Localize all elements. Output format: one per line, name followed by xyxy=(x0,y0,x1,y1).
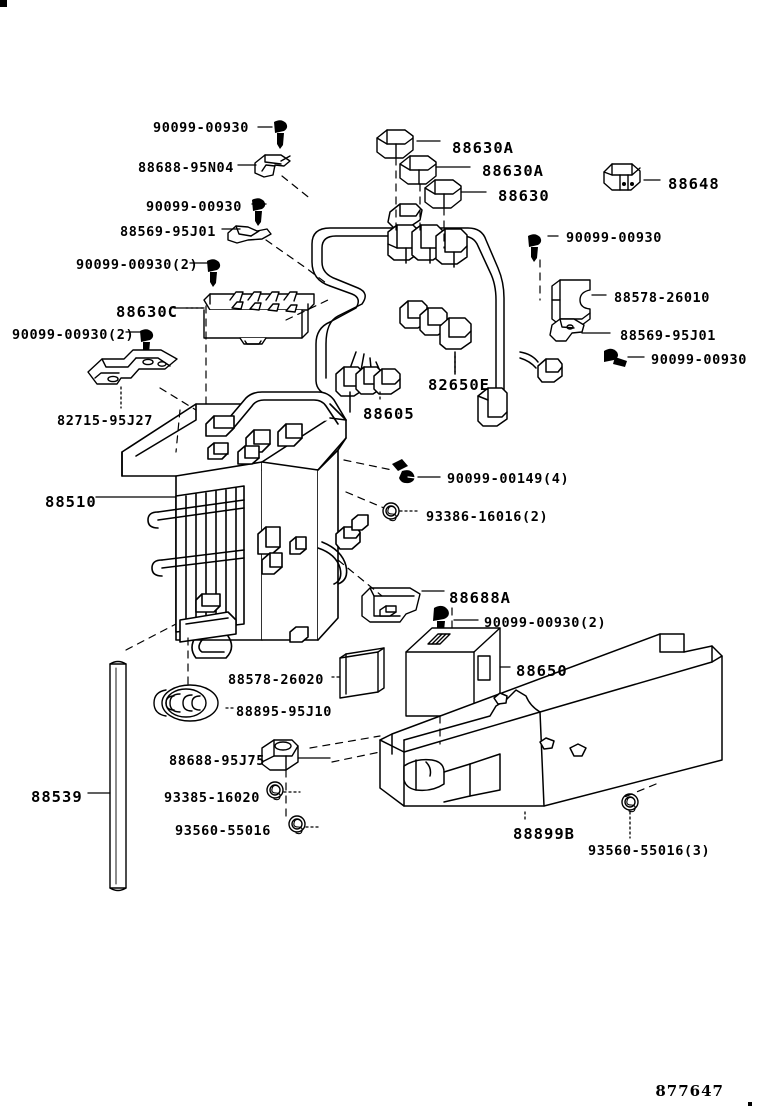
callout-88605: 88605 xyxy=(363,405,415,423)
leader-verticals xyxy=(120,355,631,839)
callout-90099-00930-2: 90099-00930(2) xyxy=(76,257,199,273)
part-sensor-88630A-1 xyxy=(376,129,414,159)
callout-88895-95j10: 88895-95J10 xyxy=(236,704,333,720)
callout-93560-55016-3: 93560-55016(3) xyxy=(588,843,711,859)
sheet-number: 877647 xyxy=(655,1082,724,1100)
part-sensor-88630A-2 xyxy=(399,155,437,185)
callout-88630a: 88630A xyxy=(482,162,544,180)
part-amplifier-88650 xyxy=(405,627,501,717)
callout-90099-00930: 90099-00930 xyxy=(153,120,250,136)
part-grommet-88578-26010 xyxy=(551,279,591,326)
registration-mark xyxy=(0,0,7,7)
part-bracket-82715-95J27 xyxy=(87,349,178,385)
part-screw-top2 xyxy=(252,198,266,226)
callout-88578-26010: 88578-26010 xyxy=(614,290,711,306)
callout-90099-00930: 90099-00930 xyxy=(146,199,243,215)
callout-88510: 88510 xyxy=(45,493,97,511)
callout-88630: 88630 xyxy=(498,187,550,205)
callout-88650: 88650 xyxy=(516,662,568,680)
callout-90099-00149-4: 90099-00149(4) xyxy=(447,471,570,487)
part-duct-88899B xyxy=(379,633,723,807)
part-nut-93386-16016 xyxy=(382,502,400,522)
part-bracket-88688A xyxy=(361,587,421,623)
dotted-leaders xyxy=(185,307,421,828)
leader-lines xyxy=(87,126,661,794)
callout-90099-00930: 90099-00930 xyxy=(651,352,748,368)
part-screw-top1 xyxy=(274,120,288,149)
callout-88688-95n04: 88688-95N04 xyxy=(138,160,235,176)
part-sensor-88630-3 xyxy=(424,179,462,209)
callout-82715-95j27: 82715-95J27 xyxy=(57,413,154,429)
part-screw-right1 xyxy=(528,234,542,262)
part-bolt-90099-00149 xyxy=(392,459,417,484)
part-bracket-88688-95N04 xyxy=(254,154,291,178)
callout-88578-26020: 88578-26020 xyxy=(228,672,325,688)
callout-88539: 88539 xyxy=(31,788,83,806)
callout-90099-00930-2: 90099-00930(2) xyxy=(484,615,607,631)
part-grommet-88895-95J10 xyxy=(153,684,219,722)
part-screw-right2 xyxy=(604,348,627,367)
callout-90099-00930: 90099-00930 xyxy=(566,230,663,246)
part-nut-93385-16020 xyxy=(266,781,284,801)
callout-88569-95j01: 88569-95J01 xyxy=(120,224,217,240)
callout-90099-00930-2: 90099-00930(2) xyxy=(12,327,135,343)
part-drain-tube-88539 xyxy=(109,660,127,892)
callout-88648: 88648 xyxy=(668,175,720,193)
callout-93386-16016-2: 93386-16016(2) xyxy=(426,509,549,525)
callout-88630a: 88630A xyxy=(452,139,514,157)
assembly-guides xyxy=(125,157,657,821)
callout-88688a: 88688A xyxy=(449,589,511,607)
part-insulator-88578-26020 xyxy=(339,647,385,699)
corner-mark xyxy=(748,1102,752,1106)
part-bracket-88688-95J75 xyxy=(261,739,299,771)
callout-88630c: 88630C xyxy=(116,303,178,321)
part-cooling-unit-88510 xyxy=(121,391,369,659)
callout-82650e: 82650E xyxy=(428,376,490,394)
part-screw-93560-55016 xyxy=(288,815,306,835)
part-clip-88569-95J01-right xyxy=(549,318,585,342)
callout-88688-95j75: 88688-95J75 xyxy=(169,753,266,769)
part-screw-top3 xyxy=(207,259,221,287)
part-clip-88569-95J01-left xyxy=(227,225,272,244)
callout-88899b: 88899B xyxy=(513,825,575,843)
callout-88569-95j01: 88569-95J01 xyxy=(620,328,717,344)
callout-93385-16020: 93385-16020 xyxy=(164,790,261,806)
part-connector-88648 xyxy=(603,163,641,191)
callout-93560-55016: 93560-55016 xyxy=(175,823,272,839)
part-screw-93560-55016-3 xyxy=(621,793,639,813)
part-clamp-rail-88630C xyxy=(203,291,315,345)
